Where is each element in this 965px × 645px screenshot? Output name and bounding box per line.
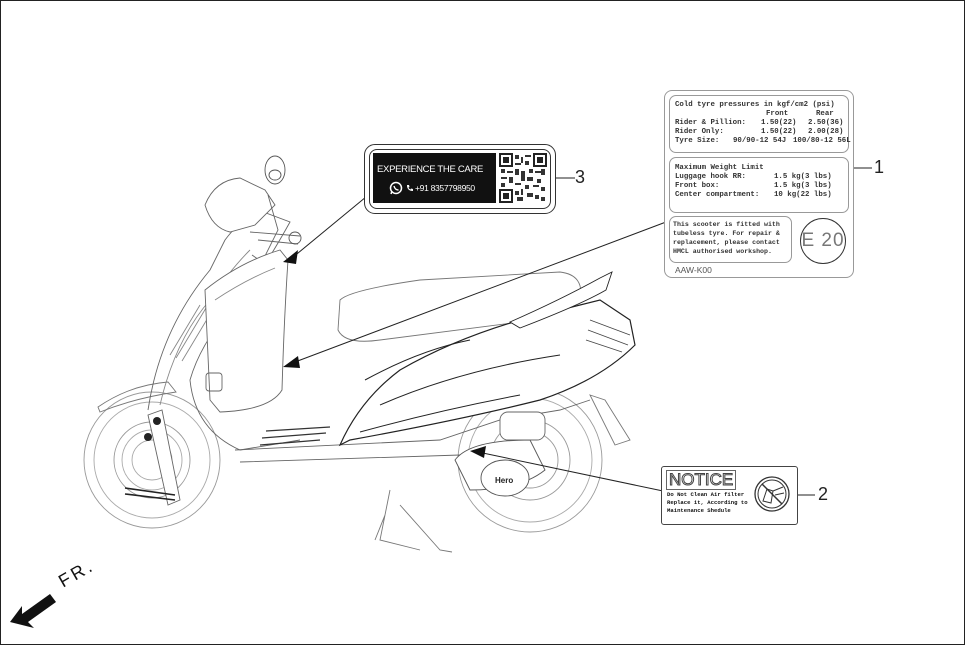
- notice-line: This scooter is fitted with: [673, 221, 780, 228]
- phone-number: +91 8357798950: [415, 183, 475, 193]
- qr-code[interactable]: [499, 153, 547, 203]
- notice-line: Maintenance Shedule: [667, 507, 731, 514]
- callout-2: 2: [818, 484, 829, 504]
- row-rear: 100/80-12 56L: [793, 137, 851, 145]
- part-code: AAW-K00: [675, 265, 712, 275]
- row-value: 1.5 kg(3 lbs): [774, 182, 832, 190]
- no-cleaning-icon: [754, 476, 790, 512]
- tubeless-notice-section: This scooter is fitted with tubeless tyr…: [669, 216, 792, 263]
- label-border: [369, 149, 551, 209]
- tyre-pressure-section: Cold tyre pressures in kgf/cm2 (psi) Fro…: [669, 95, 851, 153]
- e20-fuel-badge: E 20: [800, 218, 846, 264]
- tyre-pressure-title: Cold tyre pressures in kgf/cm2 (psi): [675, 101, 835, 109]
- row-label: Front box:: [675, 182, 720, 190]
- callout-3: 3: [575, 167, 586, 187]
- row-rear: 2.00(28): [808, 128, 844, 136]
- row-label: Rider & Pillion:: [675, 119, 746, 127]
- arrow-front-icon: [10, 594, 56, 628]
- callout-1: 1: [874, 157, 885, 177]
- notice-title: NOTICE: [666, 470, 737, 490]
- notice-line: replacement, please contact: [673, 239, 780, 246]
- label-title: EXPERIENCE THE CARE: [377, 164, 484, 175]
- row-front: 1.50(22): [761, 119, 797, 127]
- notice-line: HMCL authorised workshop.: [673, 248, 772, 255]
- notice-line: Do Not Clean Air filter: [667, 491, 745, 498]
- experience-care-label: EXPERIENCE THE CARE +91 8357798950: [364, 144, 556, 214]
- row-front: 90/90-12 54J: [733, 137, 787, 145]
- tyre-pressure-label: Cold tyre pressures in kgf/cm2 (psi) Fro…: [664, 90, 854, 278]
- col-rear: Rear: [816, 110, 834, 118]
- row-front: 1.50(22): [761, 128, 797, 136]
- weight-limit-section: Maximum Weight Limit Luggage hook RR: 1.…: [669, 157, 849, 213]
- row-label: Luggage hook RR:: [675, 173, 746, 181]
- row-label: Center compartment:: [675, 191, 760, 199]
- row-value: 10 kg(22 lbs): [774, 191, 832, 199]
- row-value: 1.5 kg(3 lbs): [774, 173, 832, 181]
- notice-line: tubeless tyre. For repair &: [673, 230, 780, 237]
- row-rear: 2.50(36): [808, 119, 844, 127]
- col-front: Front: [766, 110, 789, 118]
- label-black-panel: EXPERIENCE THE CARE +91 8357798950: [373, 153, 496, 203]
- row-label: Tyre Size:: [675, 137, 720, 145]
- phone-icon: [407, 185, 413, 191]
- front-wheel: [83, 391, 221, 529]
- notice-label: NOTICE Do Not Clean Air filter Replace i…: [661, 466, 798, 525]
- whatsapp-icon: [389, 181, 403, 195]
- notice-line: Replace it, According to: [667, 499, 748, 506]
- weight-limit-title: Maximum Weight Limit: [675, 164, 764, 172]
- row-label: Rider Only:: [675, 128, 724, 136]
- brand-badge: Hero: [495, 476, 513, 485]
